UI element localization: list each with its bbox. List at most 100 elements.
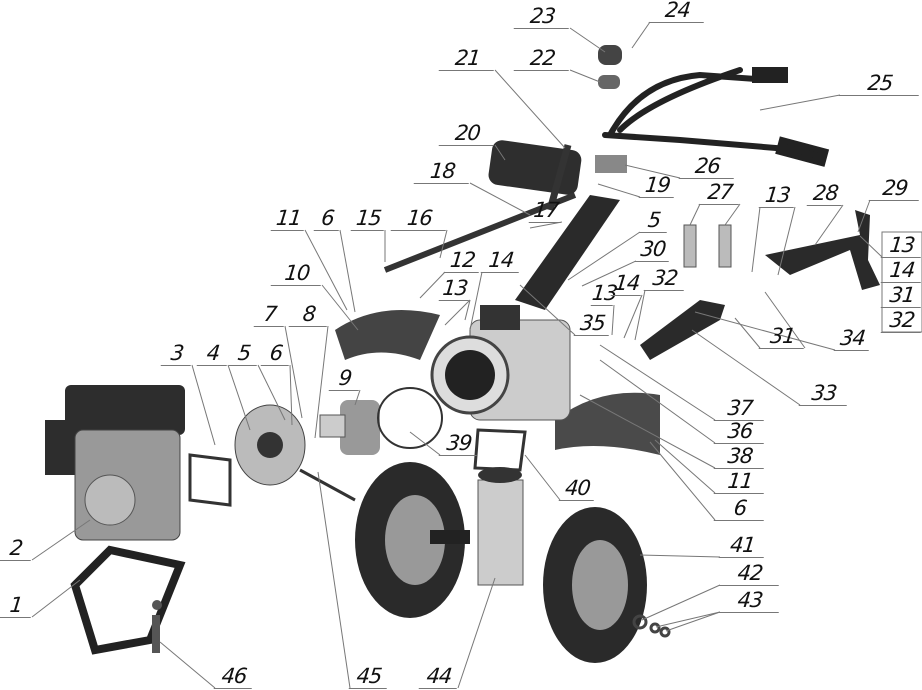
part-label-42: 42	[718, 561, 782, 586]
leader-line	[284, 325, 303, 419]
leader-line	[734, 317, 761, 349]
part-label-36: 36	[713, 419, 767, 444]
part-label-27: 27	[698, 180, 742, 205]
part-label-19: 19	[638, 173, 677, 198]
part-label-41: 41	[718, 533, 767, 558]
leader-line	[857, 199, 871, 233]
leader-line	[581, 260, 637, 287]
column-19	[515, 195, 620, 310]
leader-line	[691, 329, 801, 406]
part-label-13: 13	[758, 183, 797, 208]
leader-line	[159, 641, 216, 689]
leader-line	[624, 164, 681, 179]
leader-line	[724, 203, 741, 226]
part-label-33: 33	[798, 381, 850, 406]
leader-line	[814, 204, 844, 246]
leader-line	[599, 344, 716, 421]
part-label-14: 14	[610, 271, 644, 296]
rod-16	[383, 192, 577, 273]
leader-line	[469, 182, 531, 216]
part-label-7: 7	[253, 302, 287, 327]
part-label-18: 18	[413, 159, 472, 184]
part-label-14: 14	[480, 248, 522, 273]
bracket-34	[640, 300, 725, 360]
part-label-39: 39	[438, 431, 480, 456]
part-label-10: 10	[270, 261, 324, 286]
leader-line	[623, 294, 643, 339]
part-label-12: 12	[443, 248, 482, 273]
part-label-32: 32	[643, 266, 687, 291]
gearbox-housing	[430, 305, 571, 421]
part-label-28: 28	[806, 181, 845, 206]
leader-line	[317, 471, 351, 689]
fender-10	[335, 310, 440, 360]
leader-line	[764, 291, 806, 349]
leader-line	[444, 299, 471, 326]
leader-line	[494, 69, 566, 149]
part-label-9: 9	[328, 366, 362, 391]
leader-line	[31, 519, 91, 561]
handlebar-25	[602, 67, 830, 167]
wheel-left	[355, 462, 470, 618]
part-label-31: 31	[880, 283, 922, 308]
part-label-5: 5	[228, 341, 260, 366]
part-label-16: 16	[390, 206, 449, 231]
leader-line	[599, 359, 716, 444]
leader-line	[634, 289, 646, 341]
leader-line	[597, 183, 641, 198]
part-label-32: 32	[880, 308, 922, 333]
gear-column-44	[477, 467, 524, 586]
part-label-40: 40	[558, 476, 597, 501]
leader-line	[519, 284, 576, 336]
gasket-40	[473, 428, 527, 472]
part-label-11: 11	[713, 469, 767, 494]
leader-line	[859, 235, 883, 258]
part-label-4: 4	[196, 341, 230, 366]
shaft-45	[299, 468, 356, 502]
pin-27b	[718, 224, 732, 268]
part-label-3: 3	[160, 341, 194, 366]
part-label-23: 23	[513, 4, 572, 29]
leader-line	[257, 364, 286, 421]
part-label-11: 11	[270, 206, 307, 231]
part-label-1: 1	[0, 593, 34, 618]
part-label-30: 30	[634, 237, 672, 262]
part-label-38: 38	[713, 444, 767, 469]
part-label-14: 14	[880, 258, 922, 283]
leader-line	[524, 454, 561, 501]
leader-line	[639, 554, 721, 558]
part-label-45: 45	[348, 664, 390, 689]
pin-27a	[683, 224, 697, 268]
leader-line	[31, 579, 81, 618]
leader-line	[354, 389, 361, 406]
hitch-28	[765, 210, 880, 290]
leader-line	[665, 611, 721, 632]
leader-line	[641, 584, 721, 621]
leader-line	[464, 299, 471, 321]
leader-line	[191, 364, 216, 446]
leader-line	[439, 229, 448, 259]
leader-line	[569, 69, 601, 83]
leader-line	[304, 229, 348, 311]
cable-clamp-23-24	[598, 45, 622, 89]
part-label-21: 21	[438, 46, 497, 71]
part-label-8: 8	[288, 302, 330, 327]
part-label-6: 6	[713, 496, 767, 521]
part-label-6: 6	[313, 206, 342, 231]
leader-line	[759, 94, 841, 111]
part-label-13: 13	[880, 233, 922, 258]
leader-line	[529, 221, 563, 229]
washers-42-43	[632, 614, 671, 638]
bolt-46	[152, 600, 162, 653]
part-label-34: 34	[833, 326, 872, 351]
part-label-13: 13	[438, 276, 472, 301]
leader-line	[289, 364, 293, 426]
leader-line	[649, 441, 716, 521]
fender-38	[555, 392, 660, 455]
part-label-31: 31	[758, 324, 807, 349]
leader-line	[611, 304, 615, 336]
leader-line	[314, 325, 329, 439]
part-label-35: 35	[573, 311, 612, 336]
leader-line	[777, 206, 796, 276]
leader-line	[631, 21, 651, 49]
